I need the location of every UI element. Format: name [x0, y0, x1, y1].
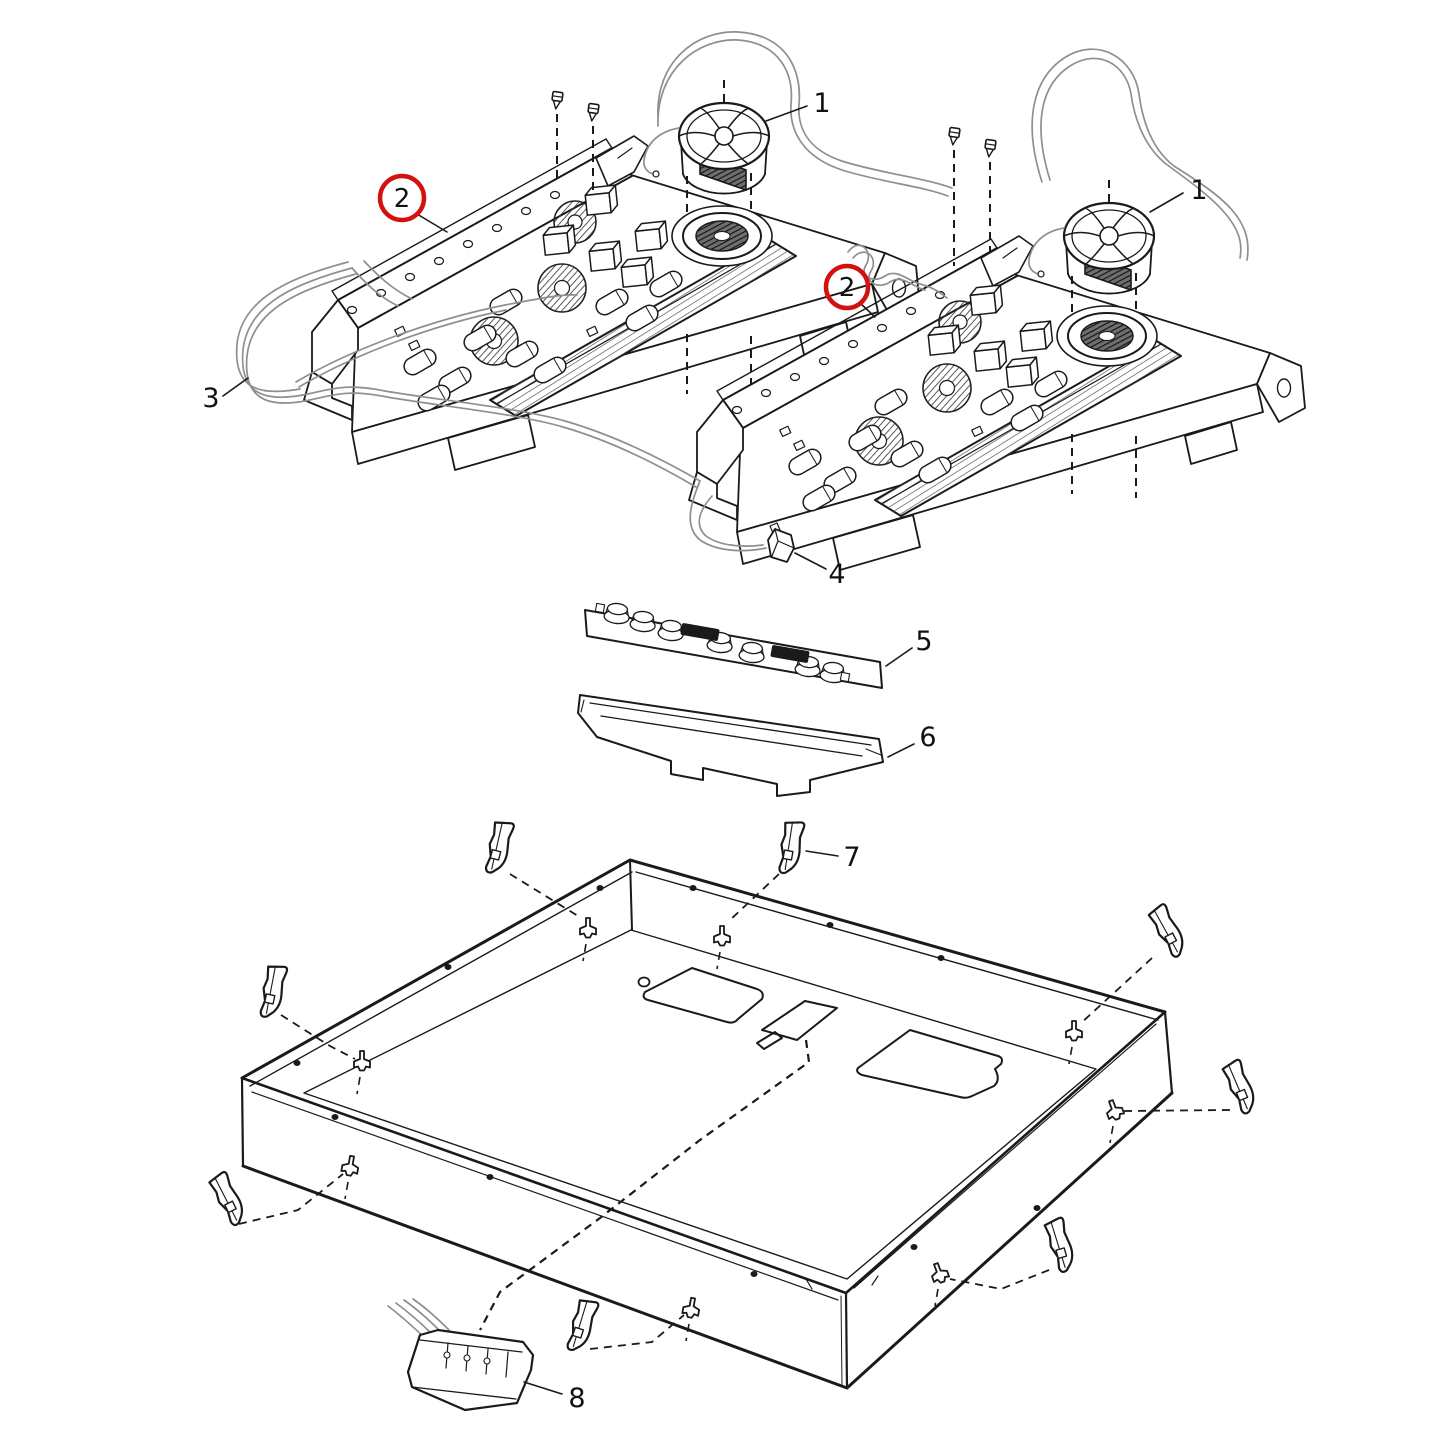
- callout-module-left: 2: [394, 184, 411, 214]
- callouts: 1 1 2 2 3 4 5 6 7 8: [202, 88, 1207, 1414]
- spring-clip: [206, 1170, 250, 1229]
- spring-clip: [1042, 1216, 1079, 1275]
- harness-connector: [767, 522, 795, 563]
- chassis: [240, 858, 1174, 1390]
- wiring-harness: [235, 31, 1249, 552]
- control-board-cover: [577, 694, 884, 797]
- callout-connector: 4: [828, 559, 845, 590]
- rivet-holes: [293, 885, 1041, 1277]
- module-screws-left: [549, 90, 600, 192]
- callout-terminal-block: 8: [568, 1383, 585, 1414]
- spring-clip: [1146, 902, 1191, 961]
- callout-fan-left: 1: [813, 88, 830, 119]
- callout-module-right: 2: [839, 273, 856, 303]
- callout-harness: 3: [202, 383, 219, 414]
- spring-clip: [256, 962, 289, 1021]
- spring-clip: [563, 1296, 601, 1355]
- spring-clip: [481, 818, 516, 877]
- spring-clip: [1220, 1057, 1261, 1117]
- callout-board: 5: [915, 626, 932, 657]
- spring-clips: [206, 818, 1261, 1355]
- callout-fan-right: 1: [1190, 175, 1207, 206]
- callout-clip: 7: [843, 842, 860, 873]
- terminal-block: [387, 1298, 535, 1412]
- highlight-circle-right: [823, 263, 871, 311]
- highlight-circle-left: [377, 173, 427, 223]
- control-board: [584, 601, 883, 689]
- floor-cutouts: [637, 967, 1003, 1099]
- spring-clip-7: [775, 818, 806, 877]
- callout-cover: 6: [919, 722, 936, 753]
- module-screws-right: [946, 126, 997, 266]
